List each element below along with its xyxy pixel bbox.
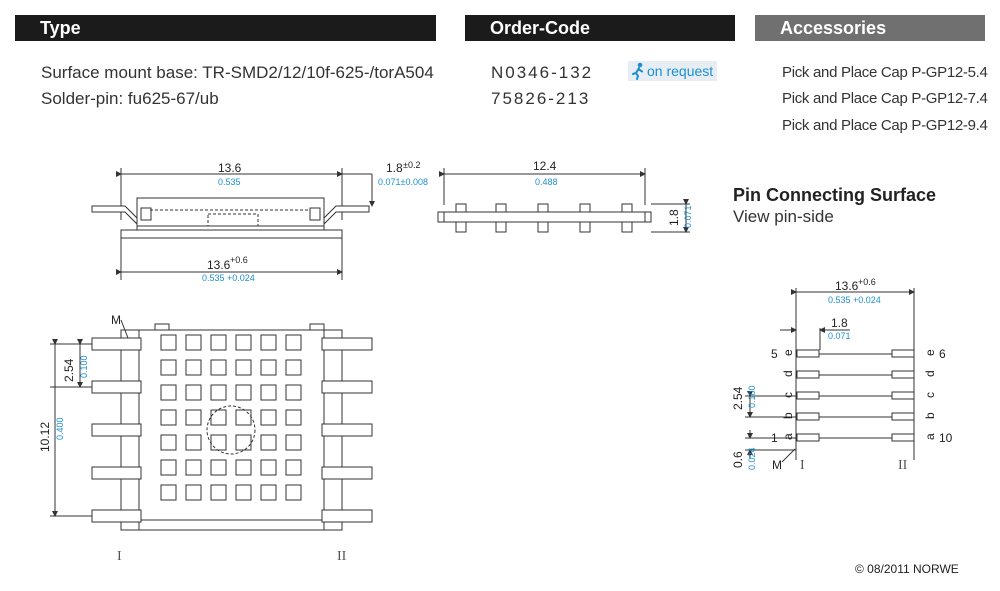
copyright: © 08/2011 NORWE — [855, 562, 959, 576]
dim-pin-span: 13.6 — [835, 279, 859, 293]
m-marker-pin: M — [772, 458, 782, 472]
row-letter: b — [923, 412, 937, 419]
accessories-header: Accessories — [755, 15, 985, 41]
dim-top-pitch-in: 0.100 — [79, 355, 89, 378]
side-view — [91, 168, 375, 280]
roman-1-pin: I — [800, 458, 805, 473]
dim-top-span: 10.12 — [38, 422, 52, 452]
accessory-item: Pick and Place Cap P-GP12-5.4 — [782, 64, 988, 81]
right-pins — [321, 337, 373, 523]
pin-surface-subtitle: View pin-side — [733, 207, 834, 226]
top-view — [50, 319, 373, 531]
row-letter: d — [781, 370, 795, 377]
order-code-base: N0346-132 — [491, 63, 594, 82]
row-letter: d — [923, 370, 937, 377]
accessory-item: Pick and Place Cap P-GP12-9.4 — [782, 117, 988, 134]
type-header-label: Type — [40, 18, 81, 38]
type-header: Type — [15, 15, 436, 41]
accessory-item: Pick and Place Cap P-GP12-7.4 — [782, 90, 988, 107]
pin-number-5: 5 — [771, 347, 778, 361]
row-letters-left: e d c b a — [781, 349, 795, 440]
dim-front-height-in: 0.071 — [683, 205, 693, 228]
m-marker-top: M — [111, 313, 121, 327]
pin-number-6: 6 — [939, 347, 946, 361]
dim-front-width-in: 0.488 — [535, 177, 558, 187]
left-pins — [91, 337, 142, 523]
dim-front-height: 1.8 — [667, 209, 681, 226]
dim-pin-pitch-in: 0.100 — [747, 385, 757, 408]
pin-number-1: 1 — [771, 431, 778, 445]
dim-pin-off-in: 0.071 — [828, 331, 851, 341]
front-pins — [455, 203, 633, 233]
dim-top-pitch: 2.54 — [62, 358, 76, 382]
type-line-solder-pin: Solder-pin: fu625-67/ub — [41, 89, 219, 108]
dim-pin-m-in: 0.024 — [747, 447, 757, 470]
pin-surface-view — [745, 288, 915, 463]
row-letter: c — [781, 392, 795, 398]
row-letter: e — [781, 349, 795, 356]
roman-2-top: II — [337, 549, 347, 564]
on-request-badge: on request — [628, 61, 718, 81]
row-letter: a — [923, 433, 937, 440]
on-request-label: on request — [647, 63, 714, 79]
pin-surface-title: Pin Connecting Surface — [733, 185, 937, 205]
dim-front-width: 12.4 — [533, 159, 557, 173]
right-pads — [891, 349, 915, 442]
left-pads — [796, 349, 820, 442]
roman-1-top: I — [117, 549, 122, 564]
accessories-header-label: Accessories — [780, 18, 887, 38]
front-view — [437, 168, 690, 233]
dim-side-height-in: 0.071±0.008 — [378, 177, 428, 187]
order-code-header-label: Order-Code — [490, 18, 591, 38]
dim-side-bottom: 13.6 — [207, 258, 231, 272]
roman-2-pin: II — [898, 458, 908, 473]
row-letter: c — [923, 392, 937, 398]
row-letter: b — [781, 412, 795, 419]
dim-side-height: 1.8 — [386, 161, 403, 175]
row-letter: e — [923, 349, 937, 356]
dim-pin-off: 1.8 — [831, 316, 848, 330]
dim-top-span-in: 0.400 — [55, 417, 65, 440]
dim-side-bottom-in: 0.535 +0.024 — [202, 273, 255, 283]
dim-side-width-in: 0.535 — [218, 177, 241, 187]
dim-side-bottom-tol: +0.6 — [230, 255, 248, 265]
runner-icon — [632, 62, 643, 80]
type-line-base: Surface mount base: TR-SMD2/12/10f-625-/… — [41, 63, 434, 82]
dim-pin-span-tol: +0.6 — [858, 277, 876, 287]
order-code-solder-pin: 75826-213 — [491, 89, 591, 108]
pin-number-10: 10 — [939, 431, 953, 445]
row-letters-right: e d c b a — [923, 349, 937, 440]
dim-pin-pitch: 2.54 — [731, 386, 745, 410]
dim-side-height-tol: ±0.2 — [403, 160, 420, 170]
dim-pin-span-in: 0.535 +0.024 — [828, 295, 881, 305]
order-code-header: Order-Code — [465, 15, 735, 41]
dim-pin-m: 0.6 — [731, 451, 745, 468]
row-letter: a — [781, 433, 795, 440]
dim-side-width: 13.6 — [218, 161, 242, 175]
